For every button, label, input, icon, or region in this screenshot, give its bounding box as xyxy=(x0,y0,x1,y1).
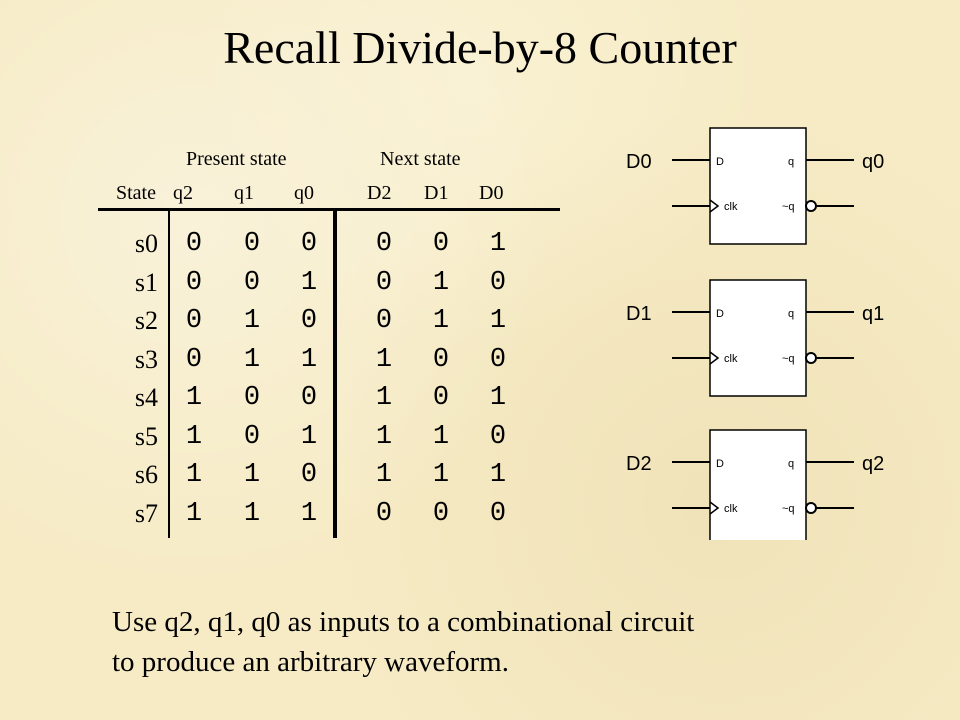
cell-s2-q1: 1 xyxy=(243,306,261,336)
ff1-pin-qn: ~q xyxy=(782,353,795,365)
ff1-pin-d: D xyxy=(716,308,724,320)
cell-s1-d1: 1 xyxy=(432,268,450,298)
state-label-s2: s2 xyxy=(134,306,158,335)
cell-s1-q2: 0 xyxy=(185,268,203,298)
cell-s0-d2: 0 xyxy=(375,229,393,259)
ff0-output-label: q0 xyxy=(862,151,884,173)
cell-s1-q0: 1 xyxy=(300,268,318,298)
state-label-s5: s5 xyxy=(134,422,158,451)
cell-s1-d2: 0 xyxy=(375,268,393,298)
cell-s6-q1: 1 xyxy=(243,460,261,490)
state-label-s3: s3 xyxy=(134,345,158,374)
cell-s5-q2: 1 xyxy=(185,422,203,452)
cell-s0-d0: 1 xyxy=(489,229,507,259)
col-header-d2: D2 xyxy=(367,182,392,204)
cell-s2-d2: 0 xyxy=(375,306,393,336)
header-next-state: Next state xyxy=(380,148,461,170)
col-header-q0: q0 xyxy=(294,182,314,204)
ff0-pin-q: q xyxy=(788,156,794,168)
cell-s7-q0: 1 xyxy=(300,499,318,529)
cell-s3-d2: 1 xyxy=(375,345,393,375)
cell-s1-q1: 0 xyxy=(243,268,261,298)
cell-s7-d0: 0 xyxy=(489,499,507,529)
cell-s4-q2: 1 xyxy=(185,383,203,413)
cell-s1-d0: 0 xyxy=(489,268,507,298)
ff1-pin-q: q xyxy=(788,308,794,320)
cell-s2-d0: 1 xyxy=(489,306,507,336)
slide-title: Recall Divide-by-8 Counter xyxy=(223,22,737,73)
caption-line-2: to produce an arbitrary waveform. xyxy=(112,646,509,678)
cell-s5-d0: 0 xyxy=(489,422,507,452)
table-present-next-divider xyxy=(333,210,337,538)
cell-s4-d1: 0 xyxy=(432,383,450,413)
ff1-pin-clk: clk xyxy=(724,353,738,365)
ff2-input-label: D2 xyxy=(626,453,652,475)
cell-s3-d0: 0 xyxy=(489,345,507,375)
cell-s6-d0: 1 xyxy=(489,460,507,490)
table-state-divider xyxy=(168,210,170,538)
cell-s3-q2: 0 xyxy=(185,345,203,375)
cell-s6-q0: 0 xyxy=(300,460,318,490)
cell-s2-q2: 0 xyxy=(185,306,203,336)
cell-s4-d2: 1 xyxy=(375,383,393,413)
state-label-s7: s7 xyxy=(134,499,158,528)
cell-s0-d1: 0 xyxy=(432,229,450,259)
col-header-q2: q2 xyxy=(173,182,193,204)
cell-s7-q1: 1 xyxy=(243,499,261,529)
header-present-state: Present state xyxy=(186,148,287,170)
caption-line-1: Use q2, q1, q0 as inputs to a combinatio… xyxy=(112,606,695,638)
cell-s6-q2: 1 xyxy=(185,460,203,490)
cell-s7-d1: 0 xyxy=(432,499,450,529)
cell-s4-q0: 0 xyxy=(300,383,318,413)
state-label-s0: s0 xyxy=(134,229,158,258)
state-label-s4: s4 xyxy=(134,383,158,412)
cell-s6-d2: 1 xyxy=(375,460,393,490)
ff0-pin-clk: clk xyxy=(724,201,738,213)
caption: Use q2, q1, q0 as inputs to a combinatio… xyxy=(112,602,912,682)
cell-s5-q0: 1 xyxy=(300,422,318,452)
col-header-state: State xyxy=(116,182,156,204)
cell-s0-q1: 0 xyxy=(243,229,261,259)
ff1-input-label: D1 xyxy=(626,303,652,325)
ff0-pin-d: D xyxy=(716,156,724,168)
state-label-s1: s1 xyxy=(134,268,158,297)
col-header-q1: q1 xyxy=(234,182,254,204)
cell-s0-q2: 0 xyxy=(185,229,203,259)
cell-s7-q2: 1 xyxy=(185,499,203,529)
cell-s5-q1: 0 xyxy=(243,422,261,452)
flipflop-d0: D0 D clk q ~q q0 xyxy=(626,127,884,245)
flipflop-d1: D1 D clk q ~q q1 xyxy=(626,279,884,397)
cell-s5-d2: 1 xyxy=(375,422,393,452)
cell-s3-d1: 0 xyxy=(432,345,450,375)
cell-s3-q0: 1 xyxy=(300,345,318,375)
cell-s5-d1: 1 xyxy=(432,422,450,452)
flipflop-diagram: D0 D clk q ~q q0 D1 D clk q ~q q1 D2 D c… xyxy=(626,127,884,540)
ff0-input-label: D0 xyxy=(626,151,652,173)
cell-s0-q0: 0 xyxy=(300,229,318,259)
cell-s7-d2: 0 xyxy=(375,499,393,529)
ff1-output-label: q1 xyxy=(862,303,884,325)
state-label-s6: s6 xyxy=(134,460,158,489)
cell-s4-q1: 0 xyxy=(243,383,261,413)
cell-s4-d0: 1 xyxy=(489,383,507,413)
flipflop-d2: D2 D clk q ~q q2 xyxy=(626,429,884,540)
ff0-pin-qn: ~q xyxy=(782,201,795,213)
cell-s2-q0: 0 xyxy=(300,306,318,336)
cell-s3-q1: 1 xyxy=(243,345,261,375)
ff2-output-label: q2 xyxy=(862,453,884,475)
table-header-rule xyxy=(98,208,560,211)
col-header-d0: D0 xyxy=(479,182,504,204)
cell-s2-d1: 1 xyxy=(432,306,450,336)
ff2-pin-d: D xyxy=(716,458,724,470)
cell-s6-d1: 1 xyxy=(432,460,450,490)
ff2-pin-qn: ~q xyxy=(782,503,795,515)
ff2-pin-clk: clk xyxy=(724,503,738,515)
col-header-d1: D1 xyxy=(424,182,449,204)
ff2-pin-q: q xyxy=(788,458,794,470)
